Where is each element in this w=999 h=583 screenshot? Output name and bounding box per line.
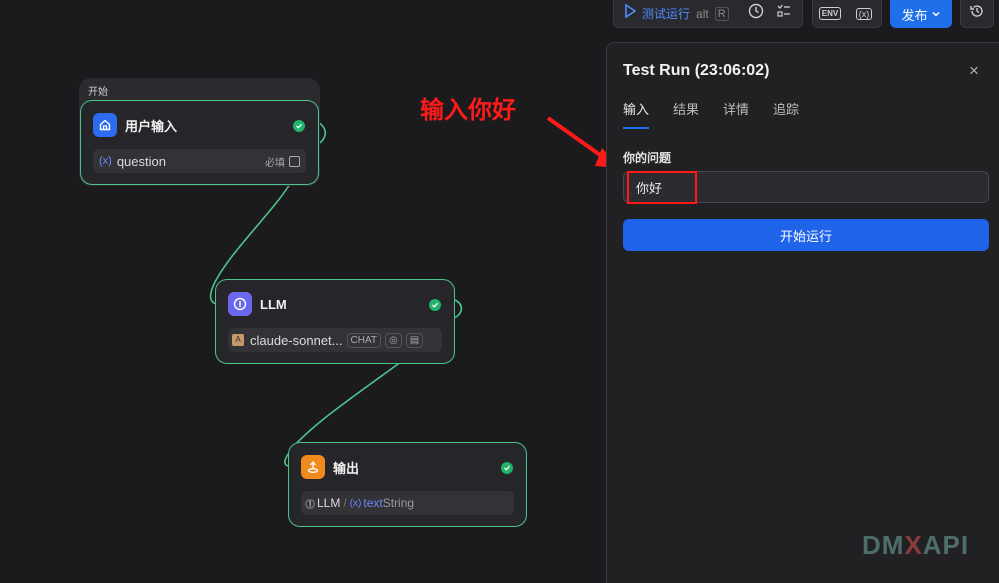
watermark-part2: X [904, 530, 923, 560]
model-row[interactable]: A claude-sonnet... CHAT ◎ ▤ [228, 328, 442, 352]
model-name: claude-sonnet... [250, 332, 343, 348]
publish-button[interactable]: 发布 [890, 0, 952, 28]
test-run-button[interactable]: 测试运行 alt R [614, 0, 742, 28]
checklist-run-button[interactable] [742, 0, 770, 28]
history-icon [969, 3, 985, 24]
watermark-part3: API [922, 530, 970, 560]
close-icon[interactable]: × [969, 61, 979, 80]
user-input-title: 用户输入 [125, 118, 178, 134]
param-row: (x) question 必填 [93, 149, 306, 173]
success-check-icon [293, 120, 305, 132]
env-button[interactable]: ENV [815, 0, 845, 28]
shortcut-key: R [714, 6, 729, 21]
variable-button[interactable]: (x) [849, 0, 879, 28]
tab-result[interactable]: 结果 [673, 102, 700, 117]
chevron-down-icon [931, 7, 941, 22]
success-check-icon [429, 299, 441, 311]
separator: / [343, 496, 347, 510]
vision-icon: ◎ [385, 332, 402, 348]
workflow-edges [209, 121, 463, 467]
start-group-label: 开始 [88, 87, 108, 98]
toolbar-env-group: ENV (x) [812, 0, 882, 28]
active-tab-indicator [623, 127, 649, 129]
tab-trace[interactable]: 追踪 [773, 102, 800, 117]
llm-small-icon: ⓵ [305, 499, 315, 511]
llm-icon [228, 292, 252, 316]
param-name: question [116, 153, 166, 169]
panel-title: Test Run (23:06:02) [623, 62, 770, 79]
question-input[interactable]: 你好 [623, 171, 989, 203]
output-icon [301, 455, 325, 479]
field-label: 你的问题 [623, 151, 672, 165]
text-type-icon [289, 155, 300, 167]
shortcut-label: alt [696, 6, 709, 21]
checklist-button[interactable] [770, 0, 798, 28]
tab-detail[interactable]: 详情 [723, 102, 750, 117]
checklist-icon [776, 3, 792, 24]
toolbar-run-group: 测试运行 alt R [613, 0, 803, 28]
document-icon: ▤ [405, 332, 424, 348]
output-var-row: ⓵ LLM / (x) text String [301, 491, 514, 515]
variable-icon: (x) [855, 7, 873, 20]
home-icon [93, 113, 117, 137]
question-value: 你好 [636, 180, 663, 196]
output-title: 输出 [333, 460, 360, 476]
test-run-panel: Test Run (23:06:02) × 输入 结果 详情 追踪 你的问题 你… [606, 42, 999, 583]
tab-input[interactable]: 输入 [623, 102, 650, 117]
output-node[interactable]: 输出 ⓵ LLM / (x) text String [288, 442, 527, 527]
success-check-icon [501, 462, 513, 474]
env-icon: ENV [818, 7, 842, 20]
llm-node[interactable]: LLM A claude-sonnet... CHAT ◎ ▤ [215, 279, 455, 364]
play-icon [624, 3, 637, 23]
llm-title: LLM [260, 296, 287, 312]
edge-llm-output [284, 299, 463, 467]
edge-start-llm [209, 121, 326, 305]
history-button[interactable] [960, 0, 994, 28]
variable-icon: (x) [349, 497, 362, 509]
required-label: 必填 [265, 157, 285, 169]
source-node: LLM [317, 496, 341, 510]
annotation-text: 输入你好 [420, 97, 516, 124]
annotation-highlight-box [627, 171, 697, 204]
start-run-button[interactable]: 开始运行 [623, 219, 989, 251]
mode-tag: CHAT [346, 332, 381, 348]
publish-label: 发布 [901, 7, 928, 23]
watermark: DMXAPI [862, 530, 969, 561]
var-type: String [382, 496, 415, 510]
user-input-node[interactable]: 用户输入 (x) question 必填 [80, 100, 319, 185]
test-run-label: 测试运行 [642, 7, 691, 21]
watermark-part1: DM [862, 530, 905, 560]
anthropic-icon: A [232, 334, 244, 346]
var-name: text [363, 496, 383, 510]
variable-icon: (x) [99, 155, 112, 167]
clock-play-icon [748, 3, 764, 24]
